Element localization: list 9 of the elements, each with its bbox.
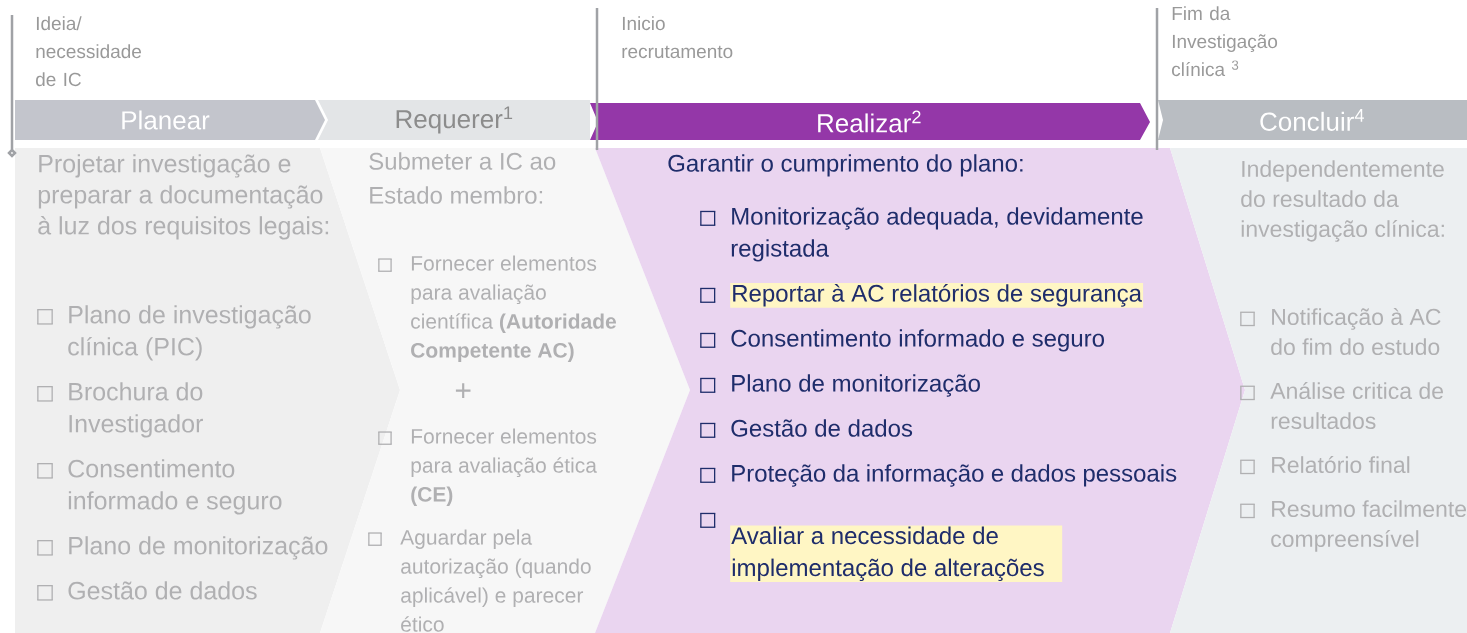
phase-band: Realizar$^{2}$ <box>590 103 1150 140</box>
milestone-label: Inicio recrutamento <box>622 16 733 59</box>
phase-band: Planear <box>15 100 325 140</box>
phase-band: Requerer$^{1}$ <box>318 100 590 140</box>
highlighted-text: Avaliar a necessidade de implementação de alterações <box>730 525 1063 583</box>
plus-sign: + <box>455 383 471 398</box>
highlighted-text: Reportar à AC relatórios de segurança <box>730 282 1144 308</box>
milestone-label: Fim da Investigação clínica $^{3}$ <box>1172 6 1278 77</box>
phase-band: Concluir$^{4}$ <box>1158 100 1467 140</box>
